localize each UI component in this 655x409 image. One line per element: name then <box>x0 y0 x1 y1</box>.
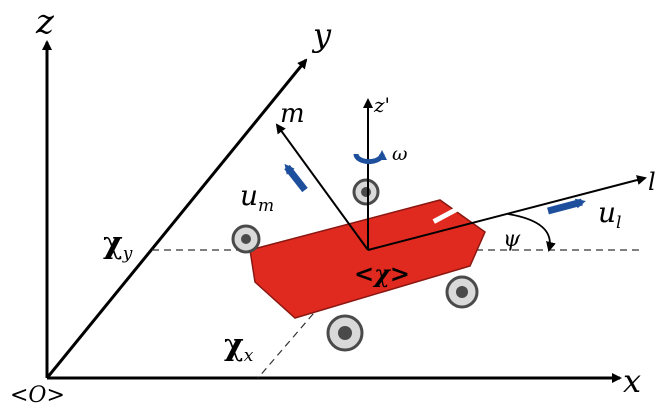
m-axis <box>275 123 369 251</box>
u-m-label: um <box>240 179 274 216</box>
y-label: y <box>311 16 332 54</box>
z-prime-label: z' <box>373 93 390 117</box>
mecanum-wheel-icon <box>231 224 261 254</box>
mecanum-wheel-icon <box>326 314 364 352</box>
robot-slot <box>432 207 458 224</box>
chi-y-label: χy <box>103 226 133 264</box>
l-axis <box>367 175 647 251</box>
mecanum-wheel-icon <box>352 178 380 206</box>
velocity-arrow-icon <box>284 163 308 193</box>
mecanum-wheel-icon <box>445 275 479 309</box>
psi-angle-arc <box>507 213 556 252</box>
omega-label: ω <box>392 143 408 165</box>
m-label: m <box>280 99 305 129</box>
velocity-arrow-icon <box>547 198 586 215</box>
z-label: z <box>35 2 55 42</box>
x-label: x <box>623 362 641 400</box>
u-l-label: ul <box>598 196 621 233</box>
robot-body <box>249 199 486 319</box>
chi-x-label: χx <box>224 328 254 366</box>
rotation-arrow-icon <box>353 150 387 165</box>
y-axis <box>45 58 308 379</box>
l-axis-label: l <box>648 168 655 196</box>
origin-label: <O> <box>10 383 65 404</box>
chi-center-label: <χ> <box>354 259 410 288</box>
psi-label: ψ <box>503 227 521 252</box>
